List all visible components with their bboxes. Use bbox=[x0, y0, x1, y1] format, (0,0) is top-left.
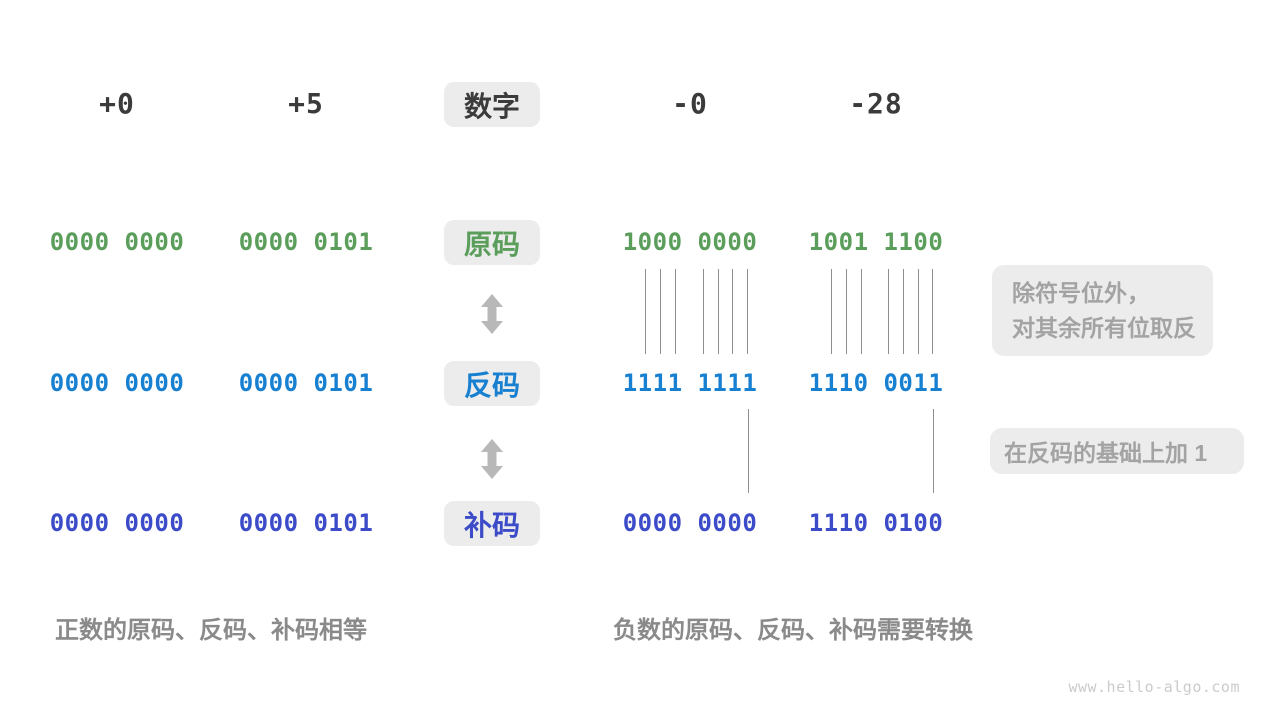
number-neg-zero: -0 bbox=[672, 87, 708, 120]
row-label-twos-complement: 补码 bbox=[444, 501, 540, 546]
bit-flip-line bbox=[846, 269, 847, 354]
ones-complement-neg-28: 1110 0011 bbox=[808, 369, 944, 397]
sign-magnitude-pos-zero: 0000 0000 bbox=[49, 228, 185, 256]
bit-flip-line bbox=[660, 269, 661, 354]
twos-complement-neg-28: 1110 0100 bbox=[808, 509, 944, 537]
bit-flip-line bbox=[645, 269, 646, 354]
sign-magnitude-pos-five: 0000 0101 bbox=[238, 228, 374, 256]
bit-flip-line bbox=[888, 269, 889, 354]
twos-complement-pos-five: 0000 0101 bbox=[238, 509, 374, 537]
bit-flip-line bbox=[747, 269, 748, 354]
caption-positive: 正数的原码、反码、补码相等 bbox=[55, 617, 367, 644]
bit-flip-line bbox=[675, 269, 676, 354]
ones-complement-pos-five: 0000 0101 bbox=[238, 369, 374, 397]
caption-negative: 负数的原码、反码、补码需要转换 bbox=[613, 617, 973, 644]
twos-complement-neg-zero: 0000 0000 bbox=[622, 509, 758, 537]
double-arrow-icon bbox=[481, 294, 503, 334]
bit-flip-line bbox=[932, 269, 933, 354]
bit-flip-line bbox=[861, 269, 862, 354]
number-neg-28: -28 bbox=[849, 87, 903, 120]
carry-line bbox=[748, 409, 749, 493]
carry-line bbox=[933, 409, 934, 493]
number-pos-five: +5 bbox=[288, 87, 324, 120]
ones-complement-pos-zero: 0000 0000 bbox=[49, 369, 185, 397]
bit-flip-line bbox=[831, 269, 832, 354]
sign-magnitude-neg-zero: 1000 0000 bbox=[622, 228, 758, 256]
watermark: www.hello-algo.com bbox=[1068, 678, 1240, 696]
flip-note: 除符号位外， 对其余所有位取反 bbox=[992, 265, 1213, 356]
bit-flip-line bbox=[903, 269, 904, 354]
row-label-ones-complement: 反码 bbox=[444, 361, 540, 406]
row-label-number: 数字 bbox=[444, 82, 540, 127]
bit-flip-line bbox=[918, 269, 919, 354]
row-label-sign-magnitude: 原码 bbox=[444, 220, 540, 265]
sign-magnitude-neg-28: 1001 1100 bbox=[808, 228, 944, 256]
bit-flip-line bbox=[718, 269, 719, 354]
ones-complement-neg-zero: 1111 1111 bbox=[622, 369, 758, 397]
flip-note-line2: 对其余所有位取反 bbox=[1012, 315, 1196, 341]
number-pos-zero: +0 bbox=[99, 87, 135, 120]
bit-flip-line bbox=[703, 269, 704, 354]
double-arrow-icon bbox=[481, 439, 503, 479]
bit-flip-line bbox=[732, 269, 733, 354]
add-one-note-text: 在反码的基础上加 1 bbox=[1004, 440, 1208, 466]
flip-note-line1: 除符号位外， bbox=[1012, 280, 1150, 306]
twos-complement-pos-zero: 0000 0000 bbox=[49, 509, 185, 537]
add-one-note: 在反码的基础上加 1 bbox=[990, 428, 1244, 474]
